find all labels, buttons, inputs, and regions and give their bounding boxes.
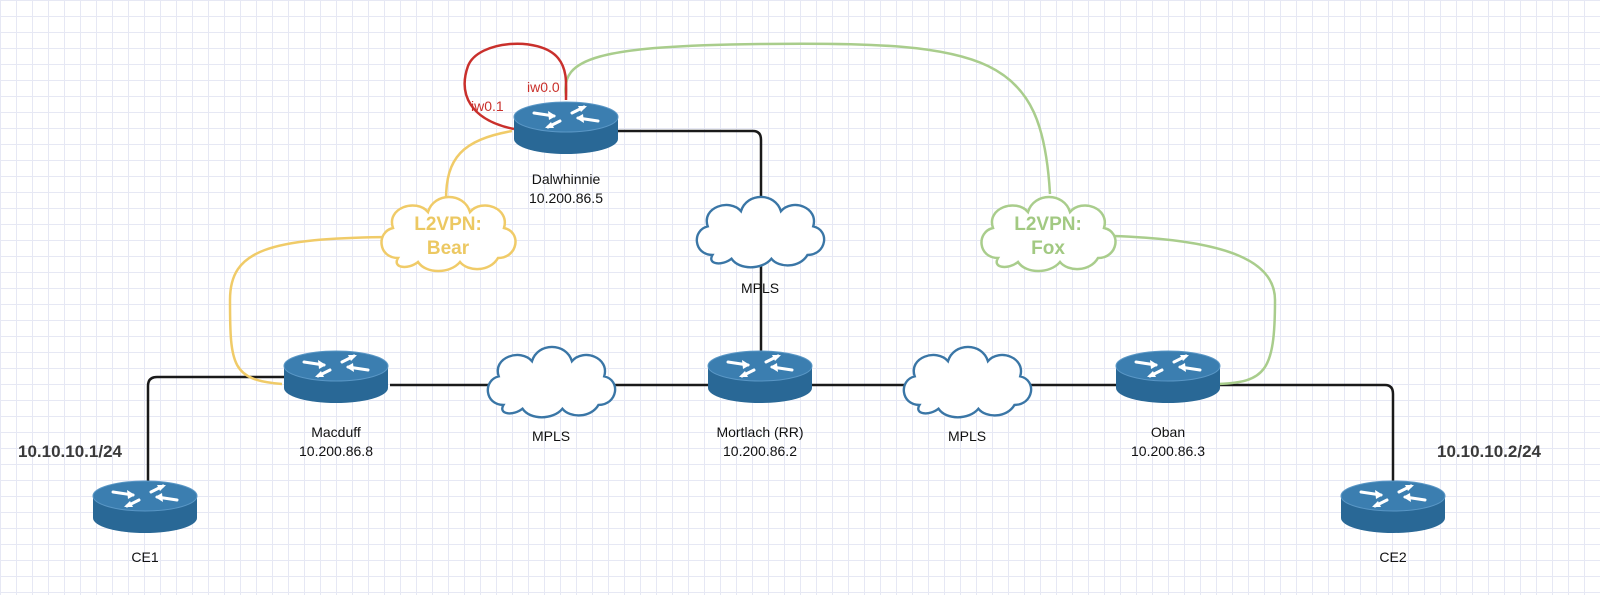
l2vpn-bear-path-upper	[444, 129, 513, 201]
mpls-left-label: MPLS	[532, 428, 570, 444]
mpls-right-label: MPLS	[948, 428, 986, 444]
cloud-fox: L2VPN: Fox	[980, 195, 1117, 273]
oban-ip: 10.200.86.3	[1131, 443, 1205, 459]
subnet-right: 10.10.10.2/24	[1437, 442, 1542, 461]
cloud-bear: L2VPN: Bear	[380, 195, 517, 273]
router-dalwhinnie[interactable]	[512, 100, 620, 156]
router-ce1[interactable]	[91, 479, 199, 535]
link-ce1-macduff	[146, 375, 290, 486]
ce1-name: CE1	[131, 549, 158, 565]
cloud-mpls-right	[902, 345, 1033, 419]
link-oban-ce2	[1210, 383, 1395, 484]
mortlach-ip: 10.200.86.2	[723, 443, 797, 459]
cloud-fox-label-2: Fox	[1031, 238, 1065, 259]
macduff-name: Macduff	[311, 424, 361, 440]
router-macduff[interactable]	[282, 349, 390, 405]
router-mortlach[interactable]	[706, 349, 814, 405]
macduff-ip: 10.200.86.8	[299, 443, 373, 459]
oban-name: Oban	[1151, 424, 1185, 440]
dalwhinnie-name: Dalwhinnie	[532, 171, 601, 187]
subnet-left: 10.10.10.1/24	[18, 442, 123, 461]
l2vpn-fox-path	[564, 42, 1052, 195]
iw-loop	[463, 42, 568, 131]
cloud-bear-label-1: L2VPN:	[414, 214, 482, 235]
iw00-label: iw0.0	[527, 79, 560, 95]
ce2-name: CE2	[1379, 549, 1406, 565]
l2vpn-bear-path	[228, 235, 393, 386]
iw01-label: iw0.1	[471, 98, 504, 114]
cloud-mpls-top	[695, 195, 826, 269]
router-ce2[interactable]	[1339, 479, 1447, 535]
router-oban[interactable]	[1114, 349, 1222, 405]
mortlach-name: Mortlach (RR)	[716, 424, 803, 440]
dalwhinnie-ip: 10.200.86.5	[529, 190, 603, 206]
cloud-bear-label-2: Bear	[427, 238, 470, 259]
cloud-mpls-left	[486, 345, 617, 419]
l2vpn-fox-path-lower	[1112, 234, 1277, 386]
mpls-top-label: MPLS	[741, 280, 779, 296]
cloud-fox-label-1: L2VPN:	[1014, 214, 1082, 235]
link-dalwhinnie-mortlach	[612, 129, 763, 360]
